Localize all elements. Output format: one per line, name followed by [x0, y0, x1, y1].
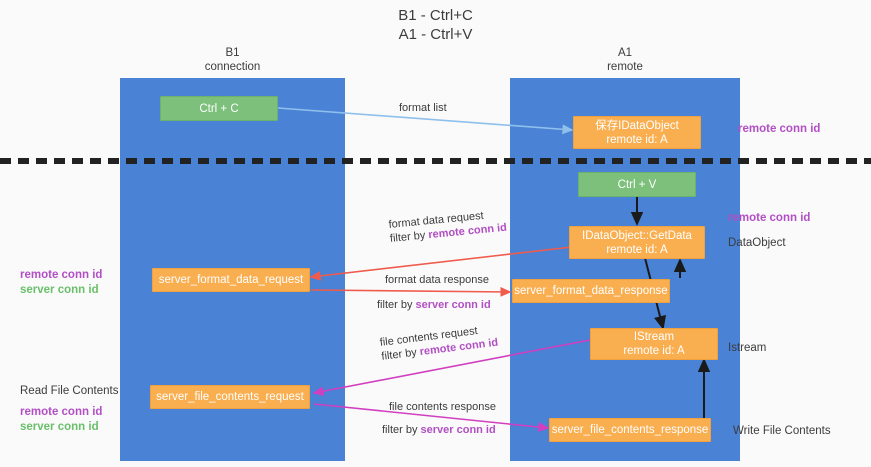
column-a1-name: A1 [617, 47, 633, 59]
node-file-resp-label: server_file_contents_response [551, 424, 709, 436]
edge-label-format-data-request: format data request filter by remote con… [388, 207, 508, 246]
node-ctrl-v[interactable]: Ctrl + V [578, 172, 696, 197]
node-getdata-line2: remote id: A [606, 243, 668, 256]
node-istream[interactable]: IStream remote id: A [590, 328, 718, 360]
annotation-dataobject: DataObject [728, 237, 786, 249]
filter-prefix: filter by [382, 424, 421, 436]
node-ctrl-v-label: Ctrl + V [617, 178, 657, 191]
annotation-server-conn-id-left-1: server conn id [20, 284, 99, 296]
annotation-server-conn-id-left-2: server conn id [20, 421, 99, 433]
edge-label-file-contents-response-text: file contents response [389, 401, 497, 413]
annotation-write-file-contents: Write File Contents [733, 425, 831, 437]
annotation-remote-conn-id-left-1: remote conn id [20, 269, 103, 281]
annotation-remote-conn-id-left-2: remote conn id [20, 406, 103, 418]
filter-prefix: filter by [377, 299, 416, 311]
filter-prefix: filter by [380, 346, 421, 363]
column-b1-subtitle: connection [204, 61, 261, 73]
column-header-b1: B1 connection [120, 46, 345, 74]
node-istream-line2: remote id: A [623, 345, 685, 357]
node-ctrl-c[interactable]: Ctrl + C [160, 96, 278, 121]
node-server-format-data-response[interactable]: server_format_data_response [512, 279, 670, 303]
title-line-1: B1 - Ctrl+C [398, 7, 473, 24]
node-istream-line1: IStream [633, 331, 675, 343]
node-getdata-line1: IDataObject::GetData [582, 229, 692, 242]
annotation-read-file-contents: Read File Contents [20, 385, 119, 397]
node-file-req-label: server_file_contents_request [156, 391, 304, 403]
edge-label-format-list: format list [399, 102, 447, 114]
node-fmt-resp-label: server_format_data_response [514, 285, 668, 297]
edge-label-format-data-response-filter: filter by server conn id [377, 298, 491, 312]
column-header-a1: A1 remote [510, 46, 740, 74]
node-idataobject[interactable]: 保存IDataObject remote id: A [573, 116, 701, 149]
filter-key-server-conn-id: server conn id [415, 299, 491, 311]
edge-label-file-contents-response-filter: filter by server conn id [382, 423, 496, 437]
annotation-remote-conn-id-middle: remote conn id [728, 212, 811, 224]
edge-label-format-data-response-text: format data response [385, 274, 489, 286]
filter-key-server-conn-id: server conn id [420, 424, 496, 436]
node-idataobject-line2: remote id: A [606, 133, 668, 146]
phase-divider [0, 158, 871, 164]
edge-label-format-data-response: format data response [385, 273, 489, 287]
column-a1-subtitle: remote [607, 61, 643, 73]
node-server-file-contents-response[interactable]: server_file_contents_response [549, 418, 711, 442]
edge-label-file-contents-request: file contents request filter by remote c… [379, 322, 499, 364]
title-line-2: A1 - Ctrl+V [398, 26, 473, 43]
annotation-group-file: Read File Contents remote conn id server… [20, 384, 118, 435]
node-server-file-contents-request[interactable]: server_file_contents_request [150, 385, 310, 409]
filter-prefix: filter by [389, 229, 429, 245]
annotation-remote-conn-id-top: remote conn id [738, 123, 821, 135]
annotation-istream: Istream [728, 342, 767, 354]
annotation-group-format: remote conn id server conn id [20, 268, 102, 298]
column-b1-name: B1 [225, 47, 240, 59]
node-fmt-req-label: server_format_data_request [158, 274, 304, 286]
node-ctrl-c-label: Ctrl + C [199, 102, 239, 115]
node-idataobject-line1: 保存IDataObject [595, 119, 679, 132]
page-title: B1 - Ctrl+C A1 - Ctrl+V [0, 6, 871, 44]
edge-label-file-contents-response: file contents response [389, 400, 496, 414]
node-idataobject-getdata[interactable]: IDataObject::GetData remote id: A [569, 226, 705, 259]
node-server-format-data-request[interactable]: server_format_data_request [152, 268, 310, 292]
